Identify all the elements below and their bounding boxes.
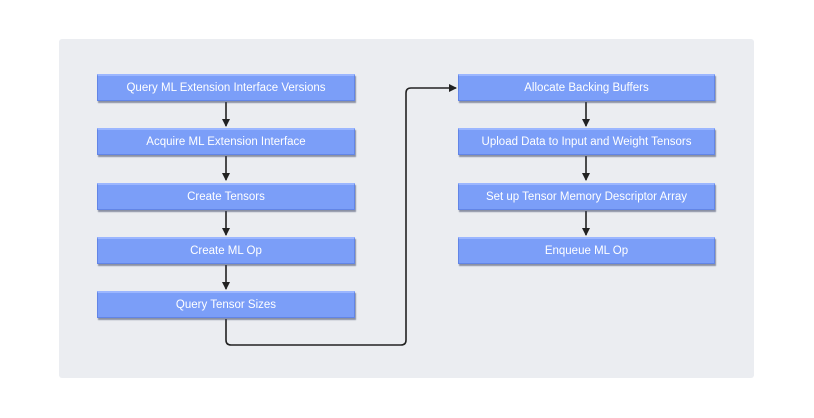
step-upload-data-to-input-and-weight-tensors: Upload Data to Input and Weight Tensors — [458, 128, 715, 155]
step-label: Create Tensors — [187, 191, 265, 203]
step-label: Query ML Extension Interface Versions — [126, 82, 326, 94]
step-label: Set up Tensor Memory Descriptor Array — [485, 191, 688, 203]
step-allocate-backing-buffers: Allocate Backing Buffers — [458, 74, 715, 101]
step-query-tensor-sizes: Query Tensor Sizes — [97, 291, 355, 318]
step-label: Allocate Backing Buffers — [524, 82, 649, 94]
arrow-left-to-right — [225, 84, 457, 346]
step-label: Acquire ML Extension Interface — [146, 136, 306, 148]
step-enqueue-ml-op: Enqueue ML Op — [458, 237, 715, 264]
step-set-up-tensor-memory-descriptor-array: Set up Tensor Memory Descriptor Array — [458, 183, 715, 210]
step-create-tensors: Create Tensors — [97, 183, 355, 210]
step-label: Query Tensor Sizes — [175, 299, 277, 311]
step-acquire-ml-extension-interface: Acquire ML Extension Interface — [97, 128, 355, 155]
step-label: Upload Data to Input and Weight Tensors — [481, 136, 692, 148]
step-label: Enqueue ML Op — [544, 245, 629, 257]
step-label: Create ML Op — [190, 245, 262, 257]
step-query-ml-extension-interface-versions: Query ML Extension Interface Versions — [97, 74, 355, 101]
step-create-ml-op: Create ML Op — [97, 237, 355, 264]
